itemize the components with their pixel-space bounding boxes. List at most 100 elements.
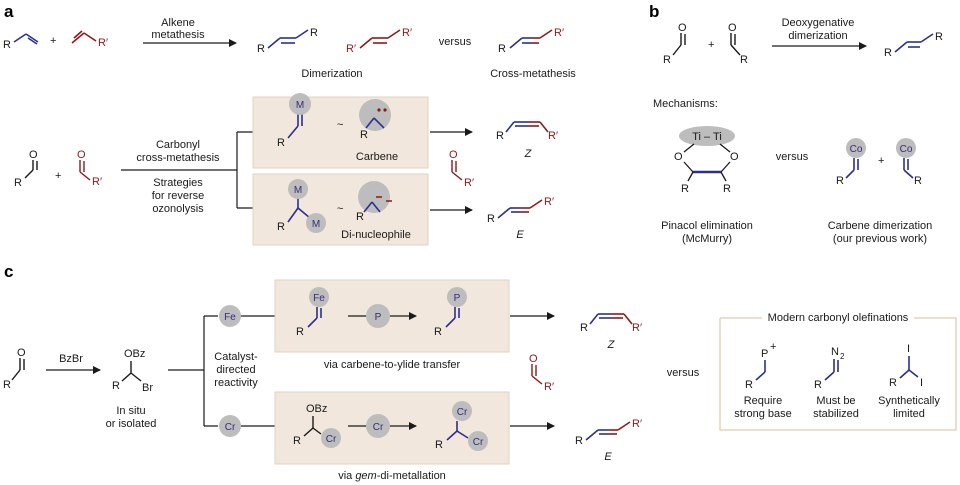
- r-prime-group: R′: [402, 27, 412, 39]
- strategies-label-2: for reverse: [152, 190, 205, 202]
- oxygen-atom: O: [678, 22, 687, 34]
- oxygen-atom: O: [529, 353, 538, 365]
- r-group: R: [814, 379, 822, 391]
- limited-label-2: limited: [893, 408, 925, 420]
- aldehyde-c: O R: [3, 347, 26, 391]
- in-situ-label-2: or isolated: [106, 418, 157, 430]
- r-group: R: [356, 211, 364, 223]
- phosphorus-atom: P: [761, 348, 768, 360]
- iron-carbene: Fe R: [296, 287, 329, 338]
- catalyst-branch-bracket: [168, 315, 218, 427]
- cr-reagent-label: Cr: [373, 422, 384, 433]
- ylide-structure: P R: [434, 287, 467, 338]
- alpha-bromo-benzoate: OBz R Br: [112, 348, 153, 394]
- r-group: R: [3, 379, 11, 391]
- r-prime-group: R′: [464, 177, 474, 189]
- require-label-1: Require: [744, 395, 783, 407]
- r-prime-group: R′: [346, 43, 356, 55]
- carbene-circle: [359, 99, 391, 131]
- obz-group: OBz: [306, 403, 327, 415]
- iodine-atom: I: [907, 343, 910, 355]
- titanium-ellipse: [679, 126, 735, 146]
- metal-circle: [288, 179, 308, 199]
- r-group: R: [575, 435, 583, 447]
- r-prime-group: R′: [544, 196, 554, 208]
- oxygen-atom: O: [77, 149, 86, 161]
- r-group: R: [914, 175, 922, 187]
- fe-label: Fe: [313, 293, 325, 304]
- r-prime-group: R′: [544, 381, 554, 393]
- z-alkene-product-c: R R′: [580, 313, 642, 334]
- modern-olefinations-box: [719, 317, 957, 431]
- metal-label: M: [312, 219, 320, 230]
- via-suffix: -di-metallation: [377, 470, 446, 482]
- r-group: R: [310, 27, 318, 39]
- deoxygenative-label-top: Deoxygenative: [782, 17, 855, 29]
- r-group: R: [496, 130, 504, 142]
- terminal-alkene-red: R′: [71, 30, 108, 49]
- oxygen-atom: O: [728, 22, 737, 34]
- limited-label-1: Synthetically: [878, 395, 940, 407]
- panel-c-label: c: [4, 262, 13, 281]
- cr-circle: [468, 431, 488, 451]
- carbonyl-label-1: Carbonyl: [156, 139, 200, 151]
- r-group: R: [112, 380, 120, 392]
- phosphine-label: P: [375, 312, 382, 323]
- plus-sign: +: [50, 35, 56, 47]
- versus-label-c: versus: [667, 367, 700, 379]
- alkene-metathesis-label-bottom: metathesis: [151, 29, 205, 41]
- cobalt-circle: [896, 138, 916, 158]
- oxygen-atom: O: [674, 151, 683, 163]
- e-label: E: [516, 229, 524, 241]
- alkene-metathesis-label-top: Alkene: [161, 17, 195, 29]
- cobalt-carbene-1: Co R: [836, 138, 866, 187]
- cr-label: Cr: [473, 437, 484, 448]
- metal-circle: [306, 213, 326, 233]
- via-gem-label: via gem-di-metallation: [338, 470, 446, 482]
- carbene-dimerization-label-1: Carbene dimerization: [828, 220, 933, 232]
- plus-sign: +: [878, 155, 884, 167]
- r-prime-group: R′: [98, 37, 108, 49]
- iodine-atom: I: [920, 377, 923, 389]
- r-group: R: [14, 177, 22, 189]
- deoxygenative-label-bottom: dimerization: [788, 30, 847, 42]
- cobalt-circle: [846, 138, 866, 158]
- r-group: R: [889, 377, 897, 389]
- r-group: R: [257, 43, 265, 55]
- cr-label: Cr: [326, 434, 337, 445]
- dinucleophile-fragment: R: [356, 181, 392, 223]
- oxygen-atom: O: [730, 151, 739, 163]
- r-group: R: [498, 43, 506, 55]
- r-group: R: [681, 183, 689, 195]
- diazo-reagent: N 2 R: [814, 346, 845, 391]
- carbene-strategy-box: [252, 96, 429, 169]
- r-group: R: [935, 31, 943, 43]
- strategies-label-3: ozonolysis: [152, 203, 204, 215]
- cr-substrate: OBz R Cr: [293, 403, 341, 448]
- catalyst-label-3: reactivity: [214, 377, 258, 389]
- r-group: R: [277, 137, 285, 149]
- carbonyl-label-2: cross-metathesis: [136, 152, 220, 164]
- r-group: R: [723, 183, 731, 195]
- bzbr-reagent: BzBr: [59, 353, 83, 365]
- p-label: P: [454, 293, 461, 304]
- versus-label: versus: [439, 36, 472, 48]
- in-situ-label-1: In situ: [116, 405, 145, 417]
- versus-label-b: versus: [776, 151, 809, 163]
- via-prefix: via: [338, 470, 355, 482]
- dinucleophile-strategy-box: [252, 173, 429, 246]
- modern-olefinations-title: Modern carbonyl olefinations: [768, 312, 909, 324]
- r-prime-group: R′: [92, 176, 102, 188]
- subscript-two: 2: [840, 352, 845, 361]
- symmetric-alkene-product: R R: [884, 31, 943, 59]
- r-group: R: [3, 39, 11, 51]
- r-group: R: [277, 221, 285, 233]
- z-label-c: Z: [607, 339, 616, 351]
- aldehyde-b2: O R: [728, 22, 748, 66]
- via-ylide-label: via carbene-to-ylide transfer: [324, 359, 461, 371]
- e-alkene-product: R R′: [487, 196, 554, 225]
- metal-carbene-structure: M R: [277, 93, 311, 149]
- plus-charge: +: [770, 341, 776, 353]
- r-prime-group: R′: [632, 418, 642, 430]
